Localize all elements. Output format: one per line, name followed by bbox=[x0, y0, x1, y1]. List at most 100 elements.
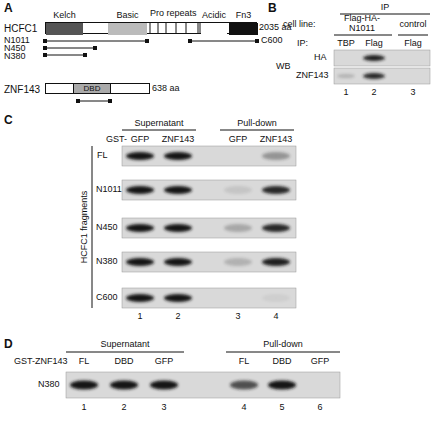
node-label: Fn3 bbox=[236, 11, 252, 21]
fragment-end bbox=[108, 99, 112, 103]
figure-label: HA bbox=[314, 53, 327, 63]
figure-label: 1 bbox=[81, 403, 86, 413]
blot-panel bbox=[122, 146, 296, 166]
blot-band bbox=[268, 381, 296, 390]
repeat-divider bbox=[198, 23, 199, 33]
panel-letter: D bbox=[4, 338, 13, 351]
blot-band bbox=[224, 224, 252, 232]
blot-band bbox=[126, 224, 154, 232]
figure-label: 3 bbox=[161, 403, 166, 413]
figure-label: 6 bbox=[317, 403, 322, 413]
figure-label: Supernatant bbox=[100, 340, 149, 350]
figure-label: FL bbox=[239, 357, 250, 367]
figure-label: GFP bbox=[155, 357, 174, 367]
figure-label: N380 bbox=[38, 380, 60, 390]
domain-box: Fn3 bbox=[229, 23, 258, 35]
fragment-line bbox=[45, 55, 85, 56]
node-label: DBD bbox=[84, 84, 101, 93]
protein-bar: ZNF143638 aaDBD bbox=[45, 83, 150, 94]
figure-label: ZNF143 bbox=[260, 135, 293, 145]
fragment-end bbox=[43, 39, 47, 43]
blot-band bbox=[150, 381, 178, 390]
figure-label: cell line: bbox=[283, 20, 316, 30]
header-rule bbox=[226, 352, 340, 353]
blot-band bbox=[164, 258, 192, 266]
figure-label: 2 bbox=[121, 403, 126, 413]
fragment-end bbox=[255, 39, 259, 43]
fragment-line bbox=[45, 48, 95, 49]
repeat-divider bbox=[176, 23, 177, 33]
figure-label: 2 bbox=[371, 88, 376, 98]
domain-box: Basic bbox=[108, 23, 147, 35]
figure-label: Flag bbox=[404, 39, 422, 49]
figure-label: 4 bbox=[273, 312, 278, 322]
header-rule bbox=[220, 130, 294, 131]
repeat-divider bbox=[186, 23, 187, 33]
figure-label: N450 bbox=[96, 223, 118, 233]
blot-band bbox=[126, 258, 154, 266]
panel-letter: C bbox=[4, 114, 13, 127]
figure-label: HCFC1 fragments bbox=[80, 191, 90, 264]
blot-band bbox=[126, 186, 154, 194]
figure-label: ZNF143 bbox=[162, 135, 195, 145]
blot-panel bbox=[334, 68, 430, 84]
bracket-line bbox=[92, 146, 93, 308]
node-label: HCFC1 bbox=[4, 23, 37, 34]
figure-label: IP bbox=[381, 3, 390, 13]
blot-panel bbox=[122, 288, 296, 308]
repeat-divider bbox=[150, 23, 151, 33]
node-label: Basic bbox=[116, 11, 138, 21]
blot-band bbox=[363, 55, 385, 61]
blot-band bbox=[70, 381, 98, 390]
figure-label: Pull-down bbox=[263, 340, 303, 350]
figure-label: WB bbox=[276, 62, 291, 72]
header-rule bbox=[334, 35, 392, 36]
figure-label: 2 bbox=[175, 312, 180, 322]
fragment-line bbox=[190, 41, 257, 42]
figure-label: 1 bbox=[343, 88, 348, 98]
figure-label: GFP bbox=[229, 135, 248, 145]
figure-label: DBD bbox=[114, 357, 133, 367]
figure-label: ZNF143 bbox=[296, 71, 329, 81]
figure-label: TBP bbox=[337, 39, 355, 49]
blot-band bbox=[224, 258, 252, 266]
blot-band bbox=[164, 224, 192, 232]
fragment-line bbox=[45, 41, 147, 42]
node-label: Kelch bbox=[53, 11, 76, 21]
blot-band bbox=[224, 186, 252, 194]
fragment-end bbox=[188, 39, 192, 43]
header-rule bbox=[122, 130, 196, 131]
blot-panel bbox=[122, 252, 296, 272]
figure-label: Flag-HA- N1011 bbox=[340, 14, 384, 34]
blot-panel bbox=[66, 372, 340, 398]
node-label: ZNF143 bbox=[4, 83, 40, 94]
blot-band bbox=[363, 73, 385, 79]
blot-band bbox=[262, 152, 290, 160]
blot-band bbox=[126, 294, 154, 302]
repeat-divider bbox=[158, 23, 159, 33]
blot-band bbox=[262, 258, 290, 266]
figure-label: 3 bbox=[410, 88, 415, 98]
figure-label: DBD bbox=[272, 357, 291, 367]
blot-panel bbox=[334, 50, 430, 66]
figure-label: C600 bbox=[96, 293, 118, 303]
header-rule bbox=[66, 352, 184, 353]
protein-bar: HCFC12035 aaKelchBasicAcidicFn3 bbox=[45, 22, 257, 34]
fragment-end bbox=[76, 99, 80, 103]
figure-label: GST-ZNF143 bbox=[14, 357, 68, 367]
figure-label: 1 bbox=[137, 312, 142, 322]
figure-label: N380 bbox=[4, 52, 26, 62]
blot-band bbox=[262, 294, 290, 302]
blot-band bbox=[262, 186, 290, 194]
fragment-line bbox=[78, 101, 110, 102]
figure-label: Flag bbox=[365, 39, 383, 49]
panel-letter: A bbox=[4, 2, 13, 15]
domain-box: Kelch bbox=[46, 23, 83, 35]
domain-box: DBD bbox=[73, 83, 111, 94]
fragment-end bbox=[43, 53, 47, 57]
blot-band bbox=[262, 224, 290, 232]
fragment-end bbox=[93, 46, 97, 50]
figure-label: control bbox=[399, 20, 426, 30]
figure-label: N380 bbox=[96, 257, 118, 267]
figure-label: GST- bbox=[106, 135, 127, 145]
